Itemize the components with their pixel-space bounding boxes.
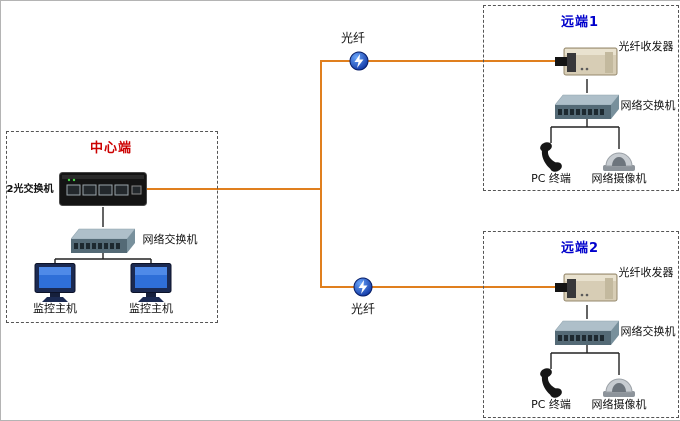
- globe-icon: [353, 277, 373, 297]
- remote2-transceiver-label: 光纤收发器: [618, 266, 674, 279]
- monitor-icon: [129, 263, 173, 303]
- globe-icon: [349, 51, 369, 71]
- fiber-transceiver-icon: [555, 271, 619, 305]
- center-group-box: [6, 131, 218, 323]
- monitor2-label: 监控主机: [129, 302, 173, 315]
- remote1-title: 远端1: [560, 15, 600, 30]
- remote1-group-box: [483, 5, 679, 191]
- remote2-pc-label: PC 终端: [531, 398, 571, 411]
- dome-camera-icon: [602, 375, 636, 399]
- remote2-group-box: [483, 231, 679, 418]
- center-network-switch-label: 网络交换机: [142, 233, 198, 246]
- monitor1-label: 监控主机: [33, 302, 77, 315]
- remote1-camera-label: 网络摄像机: [591, 172, 647, 185]
- remote1-patch-cables: [550, 79, 620, 149]
- dome-camera-icon: [602, 149, 636, 173]
- monitor-icon: [33, 263, 77, 303]
- remote1-pc-label: PC 终端: [531, 172, 571, 185]
- remote1-transceiver-label: 光纤收发器: [618, 40, 674, 53]
- fiber-transceiver-icon: [555, 45, 619, 79]
- fiber-label-top: 光纤: [340, 31, 365, 45]
- fiber-line-top: [147, 60, 555, 190]
- remote1-network-switch-icon: [554, 93, 620, 119]
- center-network-switch-icon: [70, 227, 136, 253]
- fiber-label-bottom: 光纤: [350, 302, 375, 316]
- remote1-network-switch-label: 网络交换机: [620, 99, 676, 112]
- remote2-network-switch-icon: [554, 319, 620, 345]
- remote2-network-switch-label: 网络交换机: [620, 325, 676, 338]
- remote2-title: 远端2: [560, 241, 600, 256]
- center-title: 中心端: [89, 141, 132, 156]
- center-patch-cables: [54, 207, 152, 265]
- pc-handset-icon: [538, 367, 564, 399]
- pc-handset-icon: [538, 141, 564, 173]
- remote2-camera-label: 网络摄像机: [591, 398, 647, 411]
- fiber-line-bottom: [320, 189, 555, 288]
- optical-switch-icon: [59, 171, 147, 207]
- optical-switch-label: 2光交换机: [6, 184, 54, 195]
- remote2-patch-cables: [550, 305, 620, 375]
